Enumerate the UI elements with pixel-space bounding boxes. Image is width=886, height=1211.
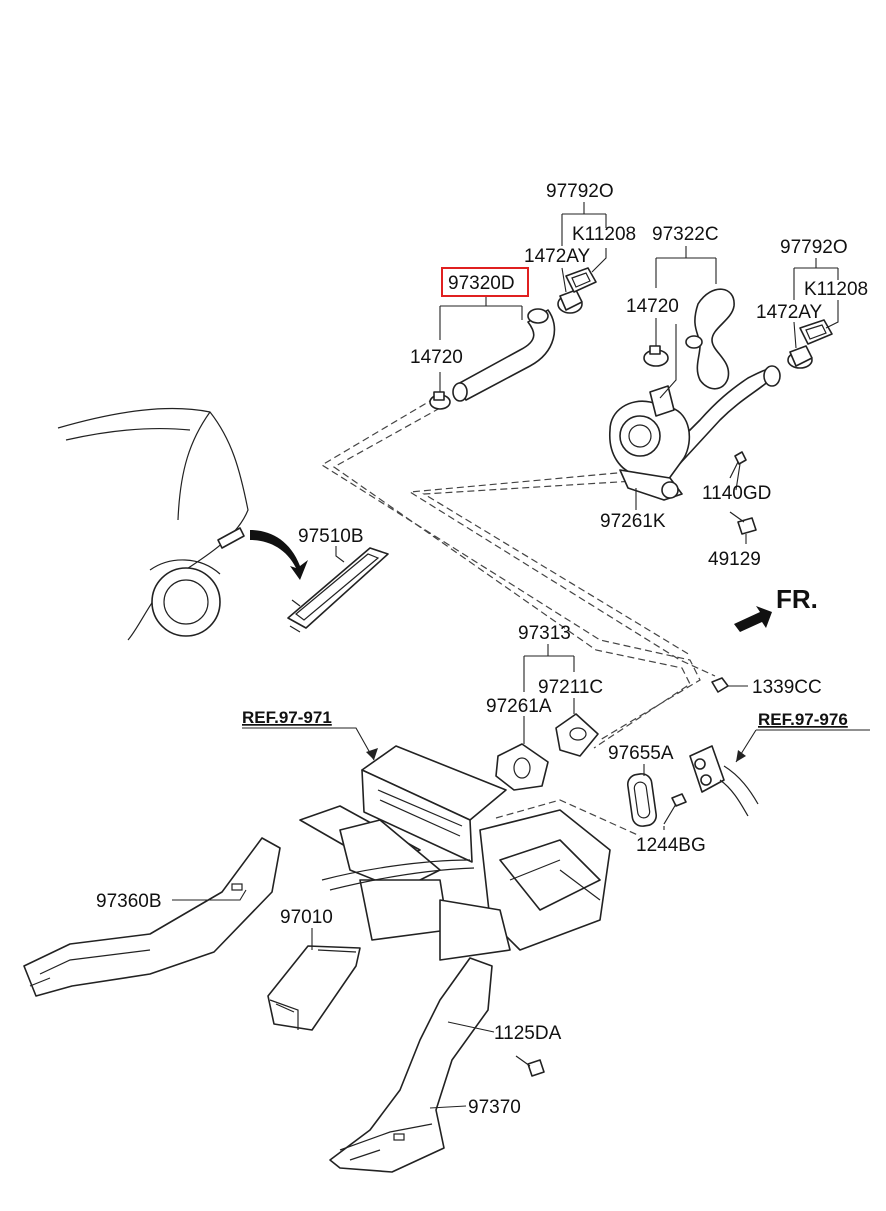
connector-ref-97-976 xyxy=(689,745,759,817)
label-97261a[interactable]: 97261A xyxy=(486,696,552,717)
label-49129[interactable]: 49129 xyxy=(708,549,761,570)
grille-97510b[interactable] xyxy=(287,547,389,633)
clamp-left[interactable] xyxy=(429,391,451,410)
clamp-upper-a[interactable] xyxy=(557,289,583,314)
label-ref-97-976[interactable]: REF.97-976 xyxy=(758,710,848,729)
water-pump[interactable] xyxy=(609,385,691,501)
label-97313[interactable]: 97313 xyxy=(518,623,571,644)
label-97655a[interactable]: 97655A xyxy=(608,743,674,764)
highlight-box-97320d xyxy=(441,267,529,297)
label-k11208-b[interactable]: K11208 xyxy=(804,279,868,300)
label-97510b[interactable]: 97510B xyxy=(298,526,364,547)
gasket-97261a[interactable] xyxy=(495,743,549,791)
label-1244bg[interactable]: 1244BG xyxy=(636,835,706,856)
part-labels: 97320D 14720 97792O K11208 1472AY 97322C… xyxy=(96,181,868,1118)
screw-1125da[interactable] xyxy=(515,1055,545,1077)
label-97360b[interactable]: 97360B xyxy=(96,891,162,912)
label-1140gd[interactable]: 1140GD xyxy=(702,483,771,504)
label-97792o-a[interactable]: 97792O xyxy=(546,181,614,202)
clamp-mid[interactable] xyxy=(643,345,669,367)
label-1339cc[interactable]: 1339CC xyxy=(752,677,822,698)
bolt-1244bg[interactable] xyxy=(663,793,687,825)
duct-97360b[interactable] xyxy=(23,837,281,997)
coolant-pipe-route xyxy=(320,397,716,749)
front-direction-indicator xyxy=(734,606,772,632)
hose-97320d[interactable] xyxy=(452,308,556,402)
seal-97655a[interactable] xyxy=(626,773,658,828)
clamp-upper-b[interactable] xyxy=(787,345,813,369)
label-97320d[interactable]: 97320D xyxy=(448,273,515,294)
label-97211c[interactable]: 97211C xyxy=(538,677,603,698)
label-k11208-a[interactable]: K11208 xyxy=(572,224,636,245)
label-ref-97-971[interactable]: REF.97-971 xyxy=(242,708,332,727)
duct-97370[interactable] xyxy=(329,957,493,1173)
duct-97010[interactable] xyxy=(267,945,361,1031)
bracket-k11208-a[interactable] xyxy=(565,267,597,293)
vehicle-body xyxy=(57,407,308,641)
bolt-49129[interactable] xyxy=(729,511,757,535)
label-97322c[interactable]: 97322C xyxy=(652,224,719,245)
nut-1339cc[interactable] xyxy=(711,677,729,693)
hvac-module xyxy=(299,745,641,961)
label-97370[interactable]: 97370 xyxy=(468,1097,521,1118)
label-14720-b[interactable]: 14720 xyxy=(626,296,679,317)
label-14720-a[interactable]: 14720 xyxy=(410,347,463,368)
leader-lines xyxy=(172,202,870,1109)
label-97010[interactable]: 97010 xyxy=(280,907,333,928)
label-1472ay-b[interactable]: 1472AY xyxy=(756,302,823,323)
label-1472ay-a[interactable]: 1472AY xyxy=(524,246,591,267)
label-97792o-b[interactable]: 97792O xyxy=(780,237,848,258)
gasket-97211c[interactable] xyxy=(555,713,599,757)
bolt-1140gd[interactable] xyxy=(729,451,747,479)
label-fr: FR. xyxy=(776,584,818,614)
bracket-k11208-b[interactable] xyxy=(799,319,833,345)
label-1125da[interactable]: 1125DA xyxy=(494,1023,562,1044)
label-97261k[interactable]: 97261K xyxy=(600,511,666,532)
